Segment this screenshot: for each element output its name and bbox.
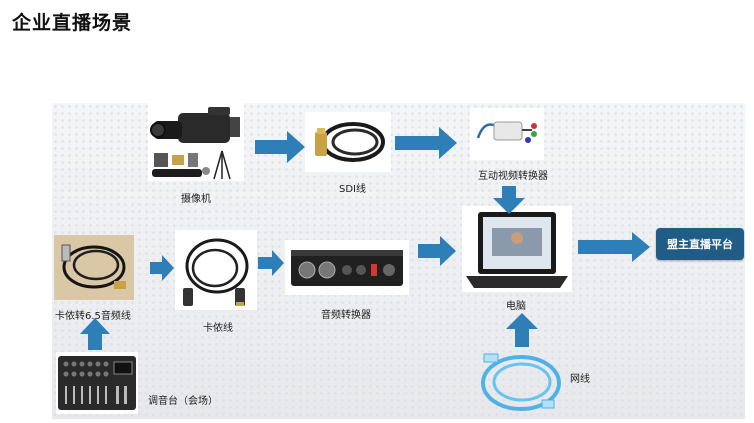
xlr-label: 卡侬线: [203, 323, 233, 334]
arrow-mixer-to-xlrjack: [80, 318, 110, 350]
xlr-cable-icon: [175, 230, 257, 310]
mixer-icon: [56, 352, 138, 414]
video-camera-icon: [148, 103, 244, 181]
arrow-sdi-to-converter: [395, 127, 457, 159]
arrow-computer-to-platform: [578, 232, 650, 262]
arrow-xlrjack-to-xlr: [150, 255, 174, 281]
camera-label: 摄像机: [181, 194, 211, 205]
laptop-icon: [462, 206, 572, 292]
arrow-network-to-computer: [506, 313, 538, 347]
xlr-jack-label: 卡侬转6.5音频线: [55, 311, 131, 322]
converter-label: 互动视频转换器: [478, 171, 548, 182]
network-cable-icon: [481, 353, 561, 411]
sdi-label: SDI线: [339, 184, 366, 195]
platform-node: 盟主直播平台: [656, 228, 744, 260]
network-label: 网线: [570, 374, 590, 385]
sdi-cable-icon: [305, 112, 391, 172]
video-converter-icon: [470, 108, 544, 160]
xlr-jack-cable-icon: [54, 235, 134, 300]
arrow-converter-to-computer: [493, 186, 525, 214]
audio-interface-icon: [285, 240, 409, 295]
computer-label: 电脑: [506, 301, 526, 312]
mixer-label: 调音台（会场）: [148, 396, 218, 407]
arrow-xlr-to-audio: [258, 250, 284, 276]
audio-interface-label: 音频转换器: [321, 310, 371, 321]
arrow-audio-to-computer: [418, 236, 456, 266]
arrow-camera-to-sdi: [255, 131, 305, 163]
page-title: 企业直播场景: [12, 12, 133, 34]
